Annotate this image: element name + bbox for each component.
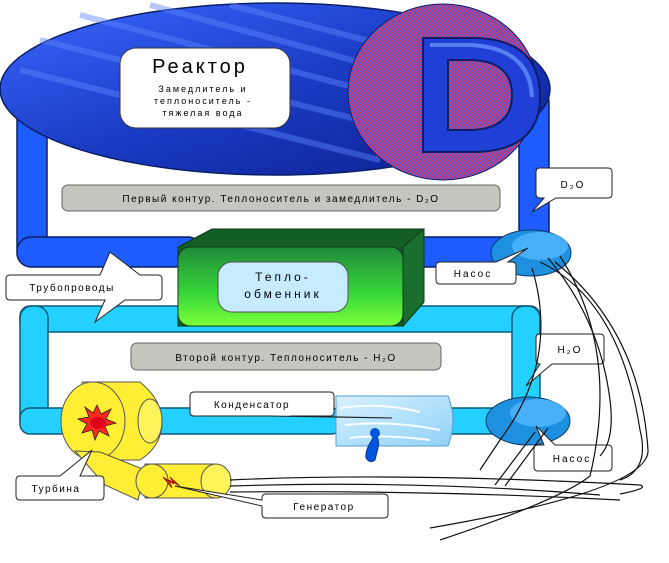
callout-condenser: Конденсатор: [189, 391, 393, 419]
power-cables: [229, 255, 649, 541]
callout-pipelines-text: Трубопроводы: [29, 282, 115, 294]
reactor-line-3: тяжелая вода: [162, 108, 243, 118]
d-logo-icon: [347, 3, 542, 181]
reactor-line-1: Замедлитель и: [158, 84, 247, 94]
primary-loop-label-bar: Первый контур. Теплоноситель и замедлите…: [61, 184, 501, 212]
callout-h2o-text: H₂O: [558, 345, 583, 356]
callout-turbine-text: Турбина: [32, 483, 81, 495]
condenser-icon: [335, 395, 454, 463]
callout-d2o: D₂O: [531, 167, 613, 213]
callout-generator: Генератор: [174, 485, 389, 519]
secondary-loop-label: Второй контур. Теплоноситель - H₂O: [175, 353, 396, 364]
callout-pump-bottom-text: Насос: [553, 454, 591, 465]
callout-pump-bottom: Насос: [533, 425, 613, 472]
callout-d2o-text: D₂O: [561, 180, 586, 191]
callout-pipelines: Трубопроводы: [5, 251, 163, 324]
reactor-line-2: теплоноситель -: [154, 96, 252, 106]
reactor-title: Реактор: [152, 56, 248, 78]
callout-pump-top: Насос: [435, 247, 529, 285]
callout-h2o: H₂O: [525, 333, 605, 387]
secondary-loop-label-bar: Второй контур. Теплоноситель - H₂O: [130, 342, 442, 371]
heat-exchanger-line-1: Тепло-: [255, 270, 311, 284]
turbine-icon: [60, 381, 163, 461]
callout-turbine: Турбина: [15, 449, 105, 501]
heat-exchanger-icon: Тепло- обменник: [177, 227, 425, 328]
primary-loop-label: Первый контур. Теплоноситель и замедлите…: [122, 194, 439, 205]
callout-condenser-text: Конденсатор: [214, 400, 290, 411]
heat-exchanger-line-2: обменник: [244, 287, 321, 301]
pump-bottom-icon: [485, 396, 571, 446]
generator-icon: [135, 463, 232, 499]
reactor-label-card: Реактор Замедлитель и теплоноситель - тя…: [119, 47, 291, 129]
callout-pump-top-text: Насос: [454, 269, 492, 280]
callout-generator-text: Генератор: [293, 502, 354, 513]
